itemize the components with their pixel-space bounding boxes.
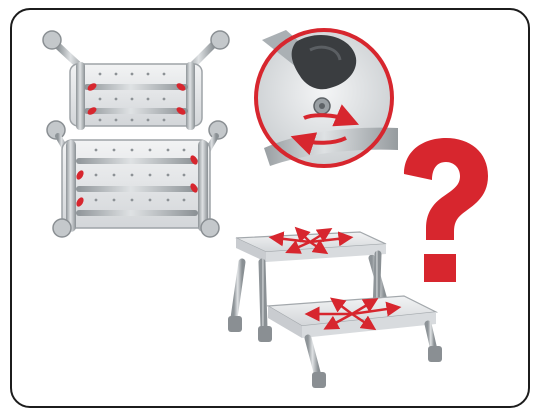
upper-step-underside xyxy=(43,31,229,130)
question-mark-icon xyxy=(404,138,488,282)
detail-zoom-icon xyxy=(256,30,398,166)
lower-step-underside xyxy=(47,121,227,237)
stool-top-view-icon xyxy=(43,31,229,237)
assembled-stool-icon xyxy=(228,232,442,388)
